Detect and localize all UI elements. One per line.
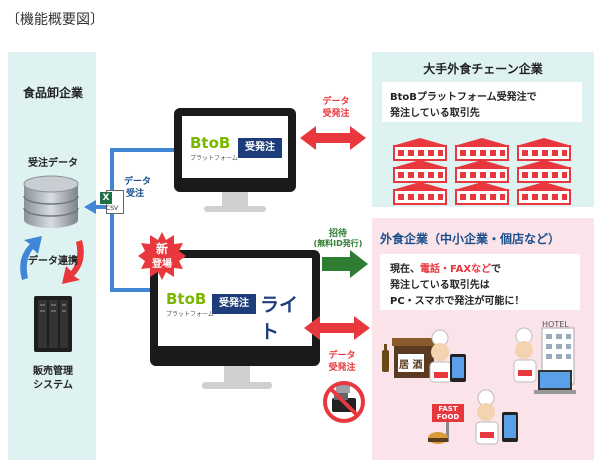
new-label-2: 登場 — [152, 259, 172, 270]
bottom-monitor: BtoB プラットフォーム 受発注 ライト — [150, 250, 320, 366]
bottom-monitor-base — [202, 382, 272, 389]
chain-desc-line2: 発注している取引先 — [390, 108, 480, 119]
small-desc-line2: 発注している取引先は — [390, 280, 490, 291]
hotel-sign: HOTEL — [542, 320, 569, 329]
fastfood-sign-2: FOOD — [436, 413, 460, 421]
bottom-badge: 受発注 — [212, 294, 256, 314]
top-badge: 受発注 — [238, 138, 282, 158]
invite-label-1: 招待 — [328, 229, 347, 239]
chain-description-box: BtoBプラットフォーム受発注で 発注している取引先 — [382, 82, 582, 122]
top-arrow-label-1: データ — [322, 97, 350, 107]
page-title: 〔機能概要図〕 — [6, 12, 104, 28]
small-desc-line1: 現在、電話・FAXなどで — [390, 264, 501, 275]
excel-csv-icon: X CSV — [100, 190, 124, 214]
top-arrow-label-2: 受発注 — [322, 109, 350, 119]
system-label-1: 販売管理 — [33, 366, 73, 377]
top-logo-main: BtoB — [190, 134, 231, 152]
wholesaler-heading: 食品卸企業 — [22, 86, 83, 100]
top-logo-sub: プラットフォーム — [190, 155, 238, 162]
system-label-2: システム — [33, 380, 73, 391]
order-data-label: 受注データ — [28, 158, 78, 169]
top-monitor: BtoB プラットフォーム 受発注 — [174, 108, 296, 192]
bottom-monitor-neck — [224, 366, 250, 382]
top-monitor-neck — [222, 192, 248, 206]
left-data-label: データ — [124, 177, 152, 187]
bottom-arrow-label-1: データ — [328, 351, 356, 361]
data-link-label: データ連携 — [28, 256, 78, 267]
small-restaurant-description-box: 現在、電話・FAXなどで 発注している取引先は PC・スマホで発注が可能に！ — [380, 254, 580, 310]
invite-label-2: (無料ID発行) — [313, 239, 363, 248]
bottom-logo-sub: プラットフォーム — [166, 311, 214, 318]
sync-arrows-icon — [20, 236, 84, 284]
small-desc-line3: PC・スマホで発注が可能に！ — [390, 296, 525, 307]
no-phone-fax-icon — [323, 381, 365, 423]
invite-arrow-icon — [322, 250, 368, 278]
server-icon — [34, 296, 72, 352]
chain-desc-line1: BtoBプラットフォーム受発注で — [390, 92, 537, 103]
izakaya-sign: 居 酒 — [399, 360, 423, 371]
left-order-label: 受注 — [126, 189, 145, 199]
chain-stores-icon — [391, 137, 573, 205]
fastfood-sign-1: FAST — [438, 405, 458, 413]
new-starburst-icon — [138, 232, 186, 280]
chain-heading: 大手外食チェーン企業 — [423, 62, 543, 76]
small-restaurant-heading: 外食企業（中小企業・個店など） — [380, 232, 561, 246]
bottom-logo-main: BtoB — [166, 290, 207, 308]
new-label-1: 新 — [155, 242, 168, 256]
bottom-double-arrow-icon — [304, 316, 370, 340]
lite-label: ライト — [260, 294, 299, 343]
database-icon — [23, 175, 79, 228]
bottom-arrow-label-2: 受発注 — [328, 363, 356, 373]
top-double-arrow-icon — [300, 126, 366, 150]
small-restaurant-illustration — [382, 327, 576, 445]
top-monitor-base — [204, 206, 266, 212]
